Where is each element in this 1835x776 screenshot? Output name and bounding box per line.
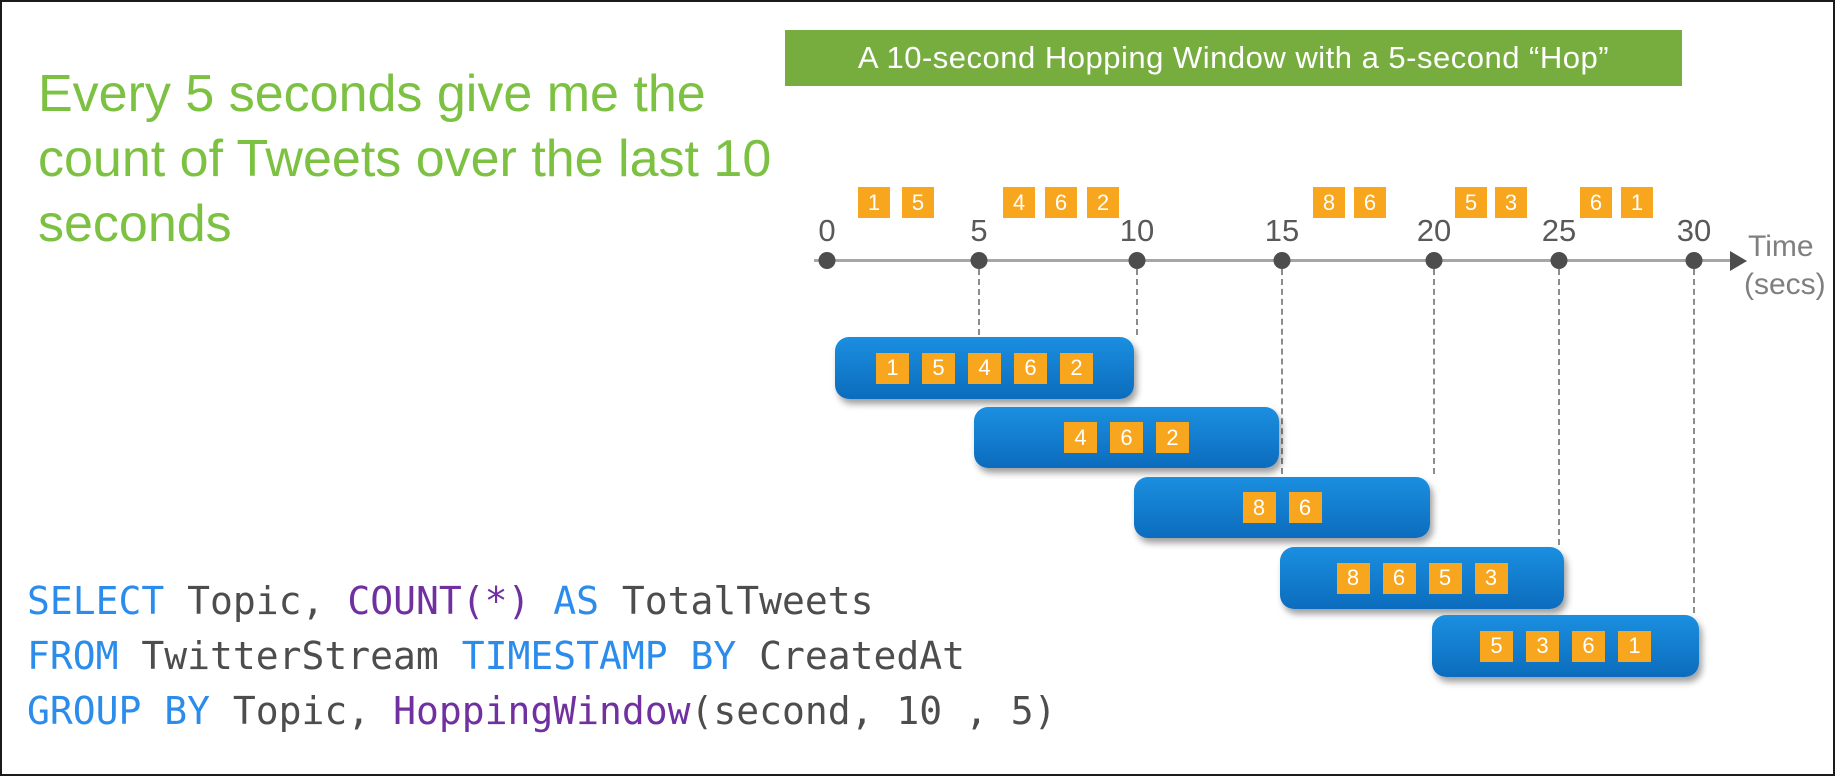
- timeline-event-marker: 8: [1313, 187, 1345, 218]
- tick-dot-25: [1550, 252, 1568, 269]
- time-axis-arrow-icon: [1730, 251, 1747, 271]
- window-event-marker: 6: [1110, 422, 1143, 453]
- timeline-event-marker: 6: [1045, 187, 1077, 218]
- tick-label-5: 5: [970, 213, 988, 248]
- timeline-event-marker: 1: [1621, 187, 1653, 218]
- window-event-marker: 5: [1428, 562, 1462, 594]
- dashed-guide-line: [1136, 269, 1138, 335]
- window-event-marker: 1: [876, 352, 909, 384]
- window-event-marker: 3: [1474, 562, 1508, 594]
- window-event-marker: 6: [1288, 492, 1322, 523]
- tick-dot-0: [818, 252, 836, 269]
- sql-token: Topic,: [187, 579, 348, 623]
- window-event-marker: 5: [922, 352, 955, 384]
- timeline-event-marker: 2: [1087, 187, 1119, 218]
- sql-line-1: SELECT Topic, COUNT(*) AS TotalTweets: [27, 574, 1057, 629]
- tick-label-0: 0: [818, 213, 836, 248]
- window-event-marker: 5: [1480, 630, 1513, 662]
- sql-token: SELECT: [27, 579, 188, 623]
- sql-token: (second, 10 , 5): [690, 689, 1057, 733]
- window-event-marker: 6: [1572, 630, 1605, 662]
- sql-token: TIMESTAMP BY: [461, 634, 760, 678]
- tick-dot-5: [970, 252, 988, 269]
- timeline-event-marker: 5: [1455, 187, 1487, 218]
- sql-token: AS: [530, 579, 622, 623]
- window-event-marker: 4: [968, 352, 1001, 384]
- tick-dot-15: [1273, 252, 1291, 269]
- dashed-guide-line: [1281, 269, 1283, 474]
- sql-token: TwitterStream: [141, 634, 462, 678]
- timeline-event-marker: 3: [1495, 187, 1527, 218]
- time-axis-label: Time: [1748, 230, 1814, 263]
- window-event-marker: 2: [1156, 422, 1189, 453]
- time-axis-line: [814, 259, 1732, 262]
- tick-label-25: 25: [1541, 213, 1577, 248]
- tick-dot-10: [1128, 252, 1146, 269]
- tick-label-10: 10: [1119, 213, 1155, 248]
- dashed-guide-line: [978, 269, 980, 335]
- sql-line-3: GROUP BY Topic, HoppingWindow(second, 10…: [27, 684, 1057, 739]
- dashed-guide-line: [1433, 269, 1435, 474]
- headline-line-1: Every 5 seconds give me the: [38, 65, 706, 123]
- headline-line-2: count of Tweets over the last 10: [38, 130, 772, 188]
- sql-token: FROM: [27, 634, 142, 678]
- sql-token: TotalTweets: [621, 579, 874, 623]
- tick-label-15: 15: [1264, 213, 1300, 248]
- window-event-marker: 2: [1060, 352, 1093, 384]
- timeline-event-marker: 1: [858, 187, 890, 218]
- window-event-marker: 8: [1242, 492, 1276, 523]
- sql-token: Topic,: [232, 689, 394, 733]
- tick-label-30: 30: [1676, 213, 1712, 248]
- timeline-event-marker: 6: [1580, 187, 1612, 218]
- sql-line-2: FROM TwitterStream TIMESTAMP BY CreatedA…: [27, 629, 1057, 684]
- tick-dot-30: [1685, 252, 1703, 269]
- timeline-event-marker: 5: [902, 187, 934, 218]
- tick-label-20: 20: [1416, 213, 1452, 248]
- sql-token: CreatedAt: [759, 634, 966, 678]
- time-axis-unit-label: (secs): [1744, 268, 1826, 301]
- window-event-marker: 6: [1382, 562, 1416, 594]
- headline: Every 5 seconds give me the count of Twe…: [38, 62, 771, 257]
- window-event-marker: 4: [1064, 422, 1097, 453]
- dashed-guide-line: [1693, 269, 1695, 613]
- window-event-marker: 3: [1526, 630, 1559, 662]
- tick-dot-20: [1425, 252, 1443, 269]
- headline-line-3: seconds: [38, 195, 232, 253]
- sql-token: COUNT(*): [347, 579, 531, 623]
- sql-token: GROUP BY: [27, 689, 233, 733]
- timeline-event-marker: 6: [1354, 187, 1386, 218]
- banner-title: A 10-second Hopping Window with a 5-seco…: [785, 30, 1682, 86]
- dashed-guide-line: [1558, 269, 1560, 545]
- timeline-event-marker: 4: [1003, 187, 1035, 218]
- window-event-marker: 1: [1618, 630, 1651, 662]
- sql-token: HoppingWindow: [393, 689, 691, 733]
- window-event-marker: 6: [1014, 352, 1047, 384]
- window-event-marker: 8: [1336, 562, 1370, 594]
